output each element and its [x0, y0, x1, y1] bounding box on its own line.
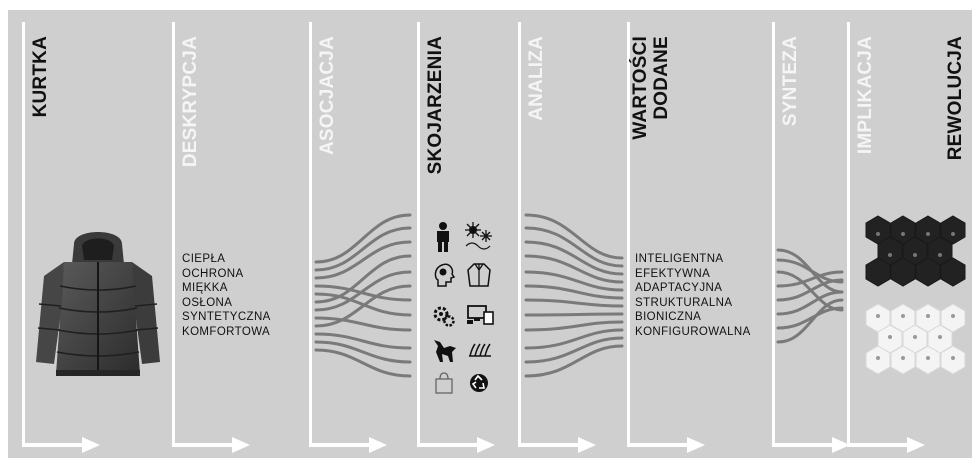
list-item: BIONICZNA: [635, 311, 702, 324]
arrow-right-icon: [309, 437, 387, 453]
arrow-right-icon: [22, 437, 100, 453]
list-item: CIEPŁA: [182, 253, 226, 265]
devices-icon: [467, 305, 494, 325]
list-item: MIĘKKA: [182, 282, 228, 295]
jacket-outline-icon: [467, 263, 491, 287]
list-item: KONFIGUROWALNA: [635, 325, 751, 338]
gears-icon: [433, 306, 455, 327]
descriptor-list: CIEPŁA OCHRONA MIĘKKA OSŁONA SYNTETYCZNA…: [182, 252, 271, 340]
synthesis-curves: [776, 248, 844, 344]
association-curves: [314, 213, 412, 378]
recycle-icon: [470, 374, 488, 392]
analysis-curves: [524, 213, 624, 378]
arrow-right-icon: [772, 437, 850, 453]
divider-line: [627, 22, 630, 444]
divider-line: [417, 22, 420, 444]
association-icons: [428, 222, 508, 394]
added-values-list: INTELIGENTNA EFEKTYWNA ADAPTACYJNA STRUK…: [635, 252, 751, 340]
arrow-right-icon: [627, 437, 705, 453]
list-item: OCHRONA: [182, 267, 244, 280]
list-item: SYNTETYCZNA: [182, 311, 271, 324]
sun-snow-icon: [465, 222, 492, 250]
divider-line: [309, 22, 312, 444]
divider-line: [172, 22, 175, 444]
fur-icon: [469, 343, 491, 357]
person-icon: [437, 222, 449, 252]
divider-line: [772, 22, 775, 444]
list-item: ADAPTACYJNA: [635, 282, 723, 295]
diagram-board: KURTKA DESKRYPCJA ASOCJACJA SKOJARZENIA …: [8, 10, 972, 458]
list-item: EFEKTYWNA: [635, 267, 711, 280]
hexagon-tiles-image: [865, 215, 966, 375]
divider-line: [847, 22, 850, 444]
list-item: STRUKTURALNA: [635, 296, 733, 309]
divider-line: [518, 22, 521, 444]
divider-line: [22, 22, 25, 444]
head-profile-icon: [434, 263, 456, 287]
list-item: KOMFORTOWA: [182, 325, 271, 338]
list-item: OSŁONA: [182, 296, 233, 309]
wolf-icon: [434, 340, 456, 362]
arrow-right-icon: [417, 437, 495, 453]
list-item: INTELIGENTNA: [635, 253, 724, 265]
jacket-image: [36, 232, 160, 376]
arrow-right-icon: [518, 437, 596, 453]
arrow-right-icon: [847, 437, 925, 453]
arrow-right-icon: [172, 437, 250, 453]
shopping-bag-icon: [435, 372, 453, 394]
